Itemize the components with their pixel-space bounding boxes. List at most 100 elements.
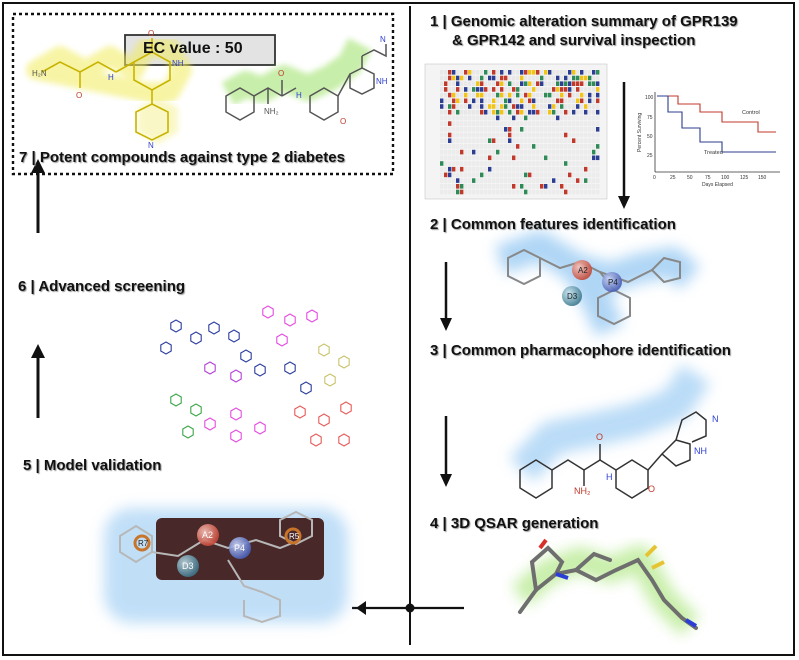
oncoprint-cell [468,92,472,98]
oncoprint-cell [568,149,572,155]
oncoprint-cell [540,132,544,138]
oncoprint-cell [548,92,552,98]
oncoprint-cell [568,70,572,75]
oncoprint-cell [512,189,516,195]
oncoprint-cell [568,144,572,149]
oncoprint-cell [472,161,476,166]
oncoprint-cell [576,70,580,75]
oncoprint-cell [468,81,472,86]
oncoprint-cell [524,81,528,86]
oncoprint-cell [480,189,484,195]
oncoprint-cell [528,144,532,149]
oncoprint-cell [456,161,460,166]
oncoprint-cell [492,104,496,109]
oncoprint-cell [572,109,576,115]
oncoprint-cell [492,121,496,126]
oncoprint-cell [468,144,472,149]
oncoprint-cell [572,121,576,126]
screening-ring [228,329,240,343]
oncoprint-cell [536,178,540,183]
oncoprint-cell [552,161,556,166]
oncoprint-cell [488,166,492,172]
oncoprint-cell [492,109,496,115]
oncoprint-cell [516,115,520,121]
oncoprint-cell [508,144,512,149]
oncoprint-cell [484,98,488,104]
oncoprint-cell [528,121,532,126]
oncoprint-cell [448,92,452,98]
oncoprint-cell [492,166,496,172]
compound-2-structure: NH₂ O H O NH N [221,35,388,126]
oncoprint-cell [556,92,560,98]
oncoprint-cell [520,104,524,109]
oncoprint-cell [596,149,600,155]
oncoprint-cell [528,115,532,121]
oncoprint-cell [492,127,496,132]
oncoprint-cell [520,161,524,166]
oncoprint-cell [512,92,516,98]
oncoprint-cell [544,184,548,189]
y-tick-100: 100 [645,95,654,101]
oncoprint-cell [484,184,488,189]
oncoprint-cell [596,189,600,195]
oncoprint-cell [596,138,600,143]
oncoprint-cell [596,81,600,86]
screening-ring [262,305,274,319]
oncoprint-cell [500,178,504,183]
oncoprint-cell [596,109,600,115]
screening-ring [318,343,330,357]
oncoprint-cell [488,70,492,75]
screening-ring [230,407,242,421]
oncoprint-cell [544,81,548,86]
oncoprint-cell [520,75,524,81]
compound-1-structure: H₂N O H O NH N [26,29,192,150]
oncoprint-cell [472,189,476,195]
oncoprint-cell [448,189,452,195]
oncoprint-cell [576,81,580,86]
oncoprint-cell [556,144,560,149]
ec-value-label: EC value : 50 [143,40,243,57]
oncoprint-cell [444,155,448,161]
oncoprint-cell [556,178,560,183]
oncoprint-cell [488,104,492,109]
oncoprint-cell [460,161,464,166]
oncoprint-cell [556,172,560,178]
oncoprint-cell [564,161,568,166]
oncoprint-cell [508,155,512,161]
oncoprint-cell [488,115,492,121]
oncoprint-cell [472,87,476,92]
oncoprint-cell [488,184,492,189]
oncoprint-cell [512,104,516,109]
oncoprint-cell [496,149,500,155]
oncoprint-cell [440,184,444,189]
oncoprint-cell [500,132,504,138]
oncoprint-cell [456,81,460,86]
oncoprint-cell [444,166,448,172]
oncoprint-cell [476,144,480,149]
oncoprint-cell [476,172,480,178]
oncoprint-cell [552,189,556,195]
oncoprint-cell [440,81,444,86]
oncoprint-cell [452,132,456,138]
oncoprint-cell [532,115,536,121]
oncoprint-cell [528,172,532,178]
compound2-n-label: N [380,35,386,44]
oncoprint-cell [520,92,524,98]
oncoprint-cell [492,184,496,189]
oncoprint-cell [592,87,596,92]
oncoprint-cell [512,127,516,132]
oncoprint-cell [580,166,584,172]
oncoprint-cell [576,115,580,121]
oncoprint-cell [520,115,524,121]
oncoprint-cell [572,132,576,138]
oncoprint-cell [560,115,564,121]
x-tick-25: 25 [670,175,676,181]
oncoprint-cell [468,166,472,172]
arrowhead-3-to-4 [440,474,452,487]
oncoprint-cell [472,98,476,104]
val-d3-label: D3 [182,561,194,571]
oncoprint-cell [592,70,596,75]
amine-label: H₂N [32,69,47,78]
oncoprint-cell [448,87,452,92]
oncoprint-cell [528,149,532,155]
